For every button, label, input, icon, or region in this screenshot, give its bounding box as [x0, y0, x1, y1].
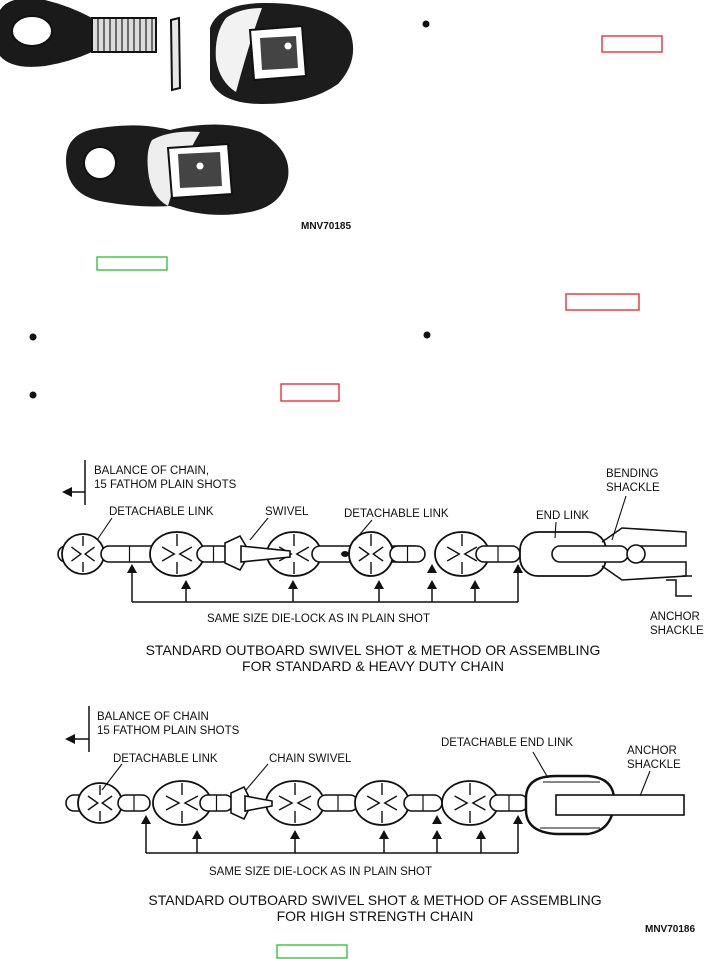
label-detachable-link-mid: DETACHABLE LINK: [344, 508, 449, 520]
red-highlight-box-3: [280, 383, 340, 402]
diagram-standard-heavy-duty: BALANCE OF CHAIN, 15 FATHOM PLAIN SHOTS …: [57, 460, 704, 674]
green-highlight-box-1: [96, 256, 168, 271]
label2-same-size: SAME SIZE DIE-LOCK AS IN PLAIN SHOT: [209, 866, 432, 878]
red-highlight-box-2: [565, 293, 640, 311]
figure-code-top: MNV70185: [301, 221, 351, 232]
chain2-side-link: [489, 794, 529, 812]
bullet-3: [423, 331, 431, 339]
leaders-2: [101, 751, 651, 797]
bullet-1: [422, 20, 430, 28]
chain2-face-link: [441, 780, 499, 826]
label-swivel: SWIVEL: [265, 506, 309, 518]
chain2-face-link: [354, 780, 410, 826]
label-detachable-link-left: DETACHABLE LINK: [109, 506, 214, 518]
green-highlight-box-2: [276, 944, 348, 959]
label2-balance-line1: BALANCE OF CHAIN: [97, 711, 209, 723]
swivel-parts-illustration: MNV70185: [0, 0, 354, 232]
chain1-face-link: [61, 533, 105, 575]
swivel-1: [224, 534, 291, 572]
assembled-swivel: [66, 124, 289, 215]
bracket-2: [141, 815, 523, 854]
chain2-side-link: [403, 794, 443, 812]
page-markers: [29, 20, 663, 959]
label2-detachable-link: DETACHABLE LINK: [113, 753, 218, 765]
chain1-side-link: [475, 545, 521, 563]
anchor-shackle-2: [555, 794, 685, 816]
chain2-side-link: [199, 794, 234, 812]
caption-1-line2: FOR STANDARD & HEAVY DUTY CHAIN: [242, 658, 504, 674]
anchor-shackle-1: [666, 575, 692, 597]
swivel-body: [210, 2, 354, 104]
caption-1-line1: STANDARD OUTBOARD SWIVEL SHOT & METHOD O…: [146, 642, 601, 658]
label2-balance-line2: 15 FATHOM PLAIN SHOTS: [97, 725, 240, 737]
chain1-face-link: [348, 531, 394, 577]
label2-detachable-end-link: DETACHABLE END LINK: [441, 737, 573, 749]
locking-pin: [169, 16, 182, 92]
label-anchor-line1: ANCHOR: [650, 611, 700, 623]
chain-swivel-2: [230, 785, 273, 821]
label-bending-line2: SHACKLE: [606, 482, 660, 494]
bullet-4: [29, 391, 37, 399]
red-highlight-box-1: [601, 35, 663, 53]
label-end-link: END LINK: [536, 510, 589, 522]
label2-anchor-line1: ANCHOR: [627, 745, 677, 757]
chain2-face-link: [265, 780, 325, 826]
figure-code-bottom: MNV70186: [645, 924, 695, 935]
diagram-high-strength: BALANCE OF CHAIN 15 FATHOM PLAIN SHOTS D…: [65, 706, 695, 935]
bullet-2: [29, 333, 37, 341]
leaders-1: [96, 495, 627, 541]
chain-1: [57, 531, 629, 577]
caption-2-line2: FOR HIGH STRENGTH CHAIN: [277, 908, 474, 924]
label-anchor-line2: SHACKLE: [650, 625, 704, 637]
chain2-side-link: [117, 794, 151, 812]
label-bending-line1: BENDING: [606, 468, 658, 480]
bracket-1: [127, 564, 523, 603]
chain2-side-link: [317, 794, 359, 812]
chain2-face-link: [77, 782, 123, 824]
label2-anchor-line2: SHACKLE: [627, 759, 681, 771]
caption-2-line1: STANDARD OUTBOARD SWIVEL SHOT & METHOD O…: [148, 892, 601, 908]
label-balance-line1: BALANCE OF CHAIN,: [94, 465, 209, 477]
chain1-side-link: [389, 545, 426, 563]
label2-chain-swivel: CHAIN SWIVEL: [269, 753, 352, 765]
swivel-eye-bolt: [0, 0, 157, 67]
chain-2: [65, 780, 529, 826]
label-same-size-1: SAME SIZE DIE-LOCK AS IN PLAIN SHOT: [207, 613, 430, 625]
label-balance-line2: 15 FATHOM PLAIN SHOTS: [94, 479, 237, 491]
chain2-face-link: [152, 780, 212, 826]
chain1-face-link: [149, 531, 205, 577]
chain1-end-link: [519, 531, 629, 577]
